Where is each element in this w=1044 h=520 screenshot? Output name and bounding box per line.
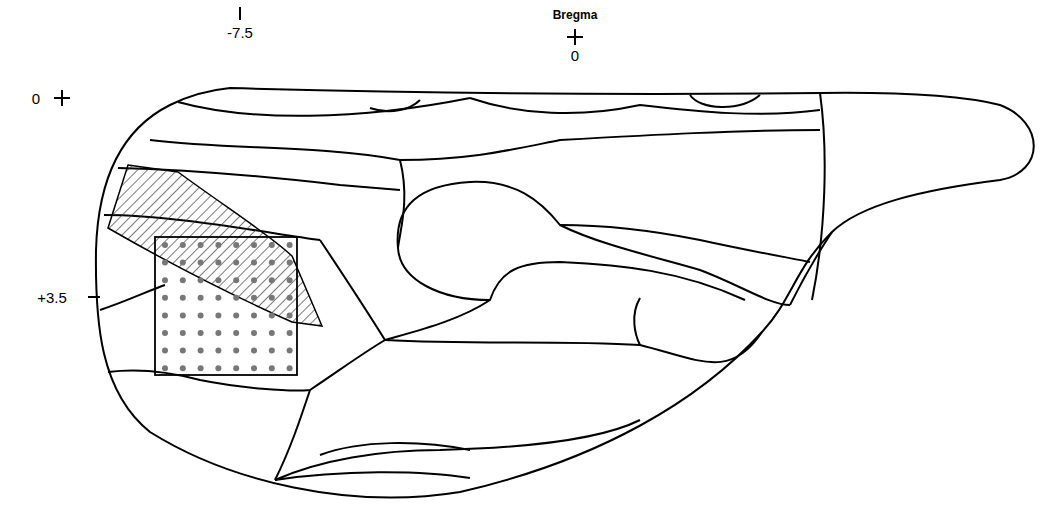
grid-dot	[180, 242, 186, 248]
grid-dot	[269, 365, 275, 371]
grid-dot	[233, 365, 239, 371]
grid-dot	[269, 260, 275, 266]
grid-dot	[215, 260, 221, 266]
grid-dot	[198, 330, 204, 336]
grid-dot	[215, 242, 221, 248]
grid-dot	[198, 242, 204, 248]
grid-dot	[251, 330, 257, 336]
grid-dot	[180, 277, 186, 283]
axis-title: Bregma	[553, 9, 598, 21]
grid-dot	[215, 295, 221, 301]
area-borders	[96, 88, 1034, 497]
grid-dot	[233, 277, 239, 283]
grid-dot	[162, 348, 168, 354]
grid-dot	[269, 242, 275, 248]
grid-dot	[198, 312, 204, 318]
axis-value: -7.5	[227, 25, 253, 40]
grid-dot	[180, 312, 186, 318]
grid-dot	[198, 365, 204, 371]
grid-dot	[233, 295, 239, 301]
grid-dot	[162, 330, 168, 336]
grid-dot	[162, 295, 168, 301]
grid-dot	[251, 348, 257, 354]
grid-dot	[269, 312, 275, 318]
grid-dot	[287, 330, 293, 336]
axis-value: +3.5	[37, 290, 67, 305]
grid-dot	[233, 348, 239, 354]
grid-dot	[269, 348, 275, 354]
grid-dot	[180, 295, 186, 301]
grid-dot	[233, 260, 239, 266]
grid-dot	[287, 348, 293, 354]
grid-dot	[215, 348, 221, 354]
grid-dot	[251, 312, 257, 318]
grid-dot	[287, 277, 293, 283]
grid-dot	[251, 260, 257, 266]
grid-dot	[215, 330, 221, 336]
grid-dot	[287, 242, 293, 248]
grid-dot	[269, 277, 275, 283]
grid-dot	[251, 295, 257, 301]
grid-dot	[180, 365, 186, 371]
grid-dot	[233, 312, 239, 318]
grid-dot	[162, 365, 168, 371]
grid-dot	[180, 348, 186, 354]
grid-dot	[198, 277, 204, 283]
hatched-region	[108, 165, 322, 326]
grid-dot	[269, 295, 275, 301]
grid-dot	[287, 312, 293, 318]
axis-value: 0	[571, 48, 579, 63]
axis-value: 0	[32, 91, 40, 106]
grid-dot	[287, 295, 293, 301]
grid-dot	[180, 330, 186, 336]
grid-dot	[180, 260, 186, 266]
grid-dot	[287, 365, 293, 371]
axis-ticks	[54, 7, 583, 297]
grid-dot	[233, 242, 239, 248]
grid-dot	[198, 260, 204, 266]
grid-dot	[198, 348, 204, 354]
grid-dot	[215, 312, 221, 318]
brain-outline	[96, 88, 1034, 497]
grid-dot	[162, 260, 168, 266]
grid-dot	[251, 365, 257, 371]
grid-dot	[215, 277, 221, 283]
grid-dot	[162, 312, 168, 318]
grid-dot	[269, 330, 275, 336]
grid-dot	[215, 365, 221, 371]
recording-grid	[155, 237, 297, 375]
grid-dot	[233, 330, 239, 336]
grid-dot	[251, 277, 257, 283]
grid-dots	[162, 242, 293, 371]
grid-dot	[198, 295, 204, 301]
grid-dot	[287, 260, 293, 266]
grid-dot	[251, 242, 257, 248]
grid-dot	[162, 242, 168, 248]
grid-dot	[162, 277, 168, 283]
